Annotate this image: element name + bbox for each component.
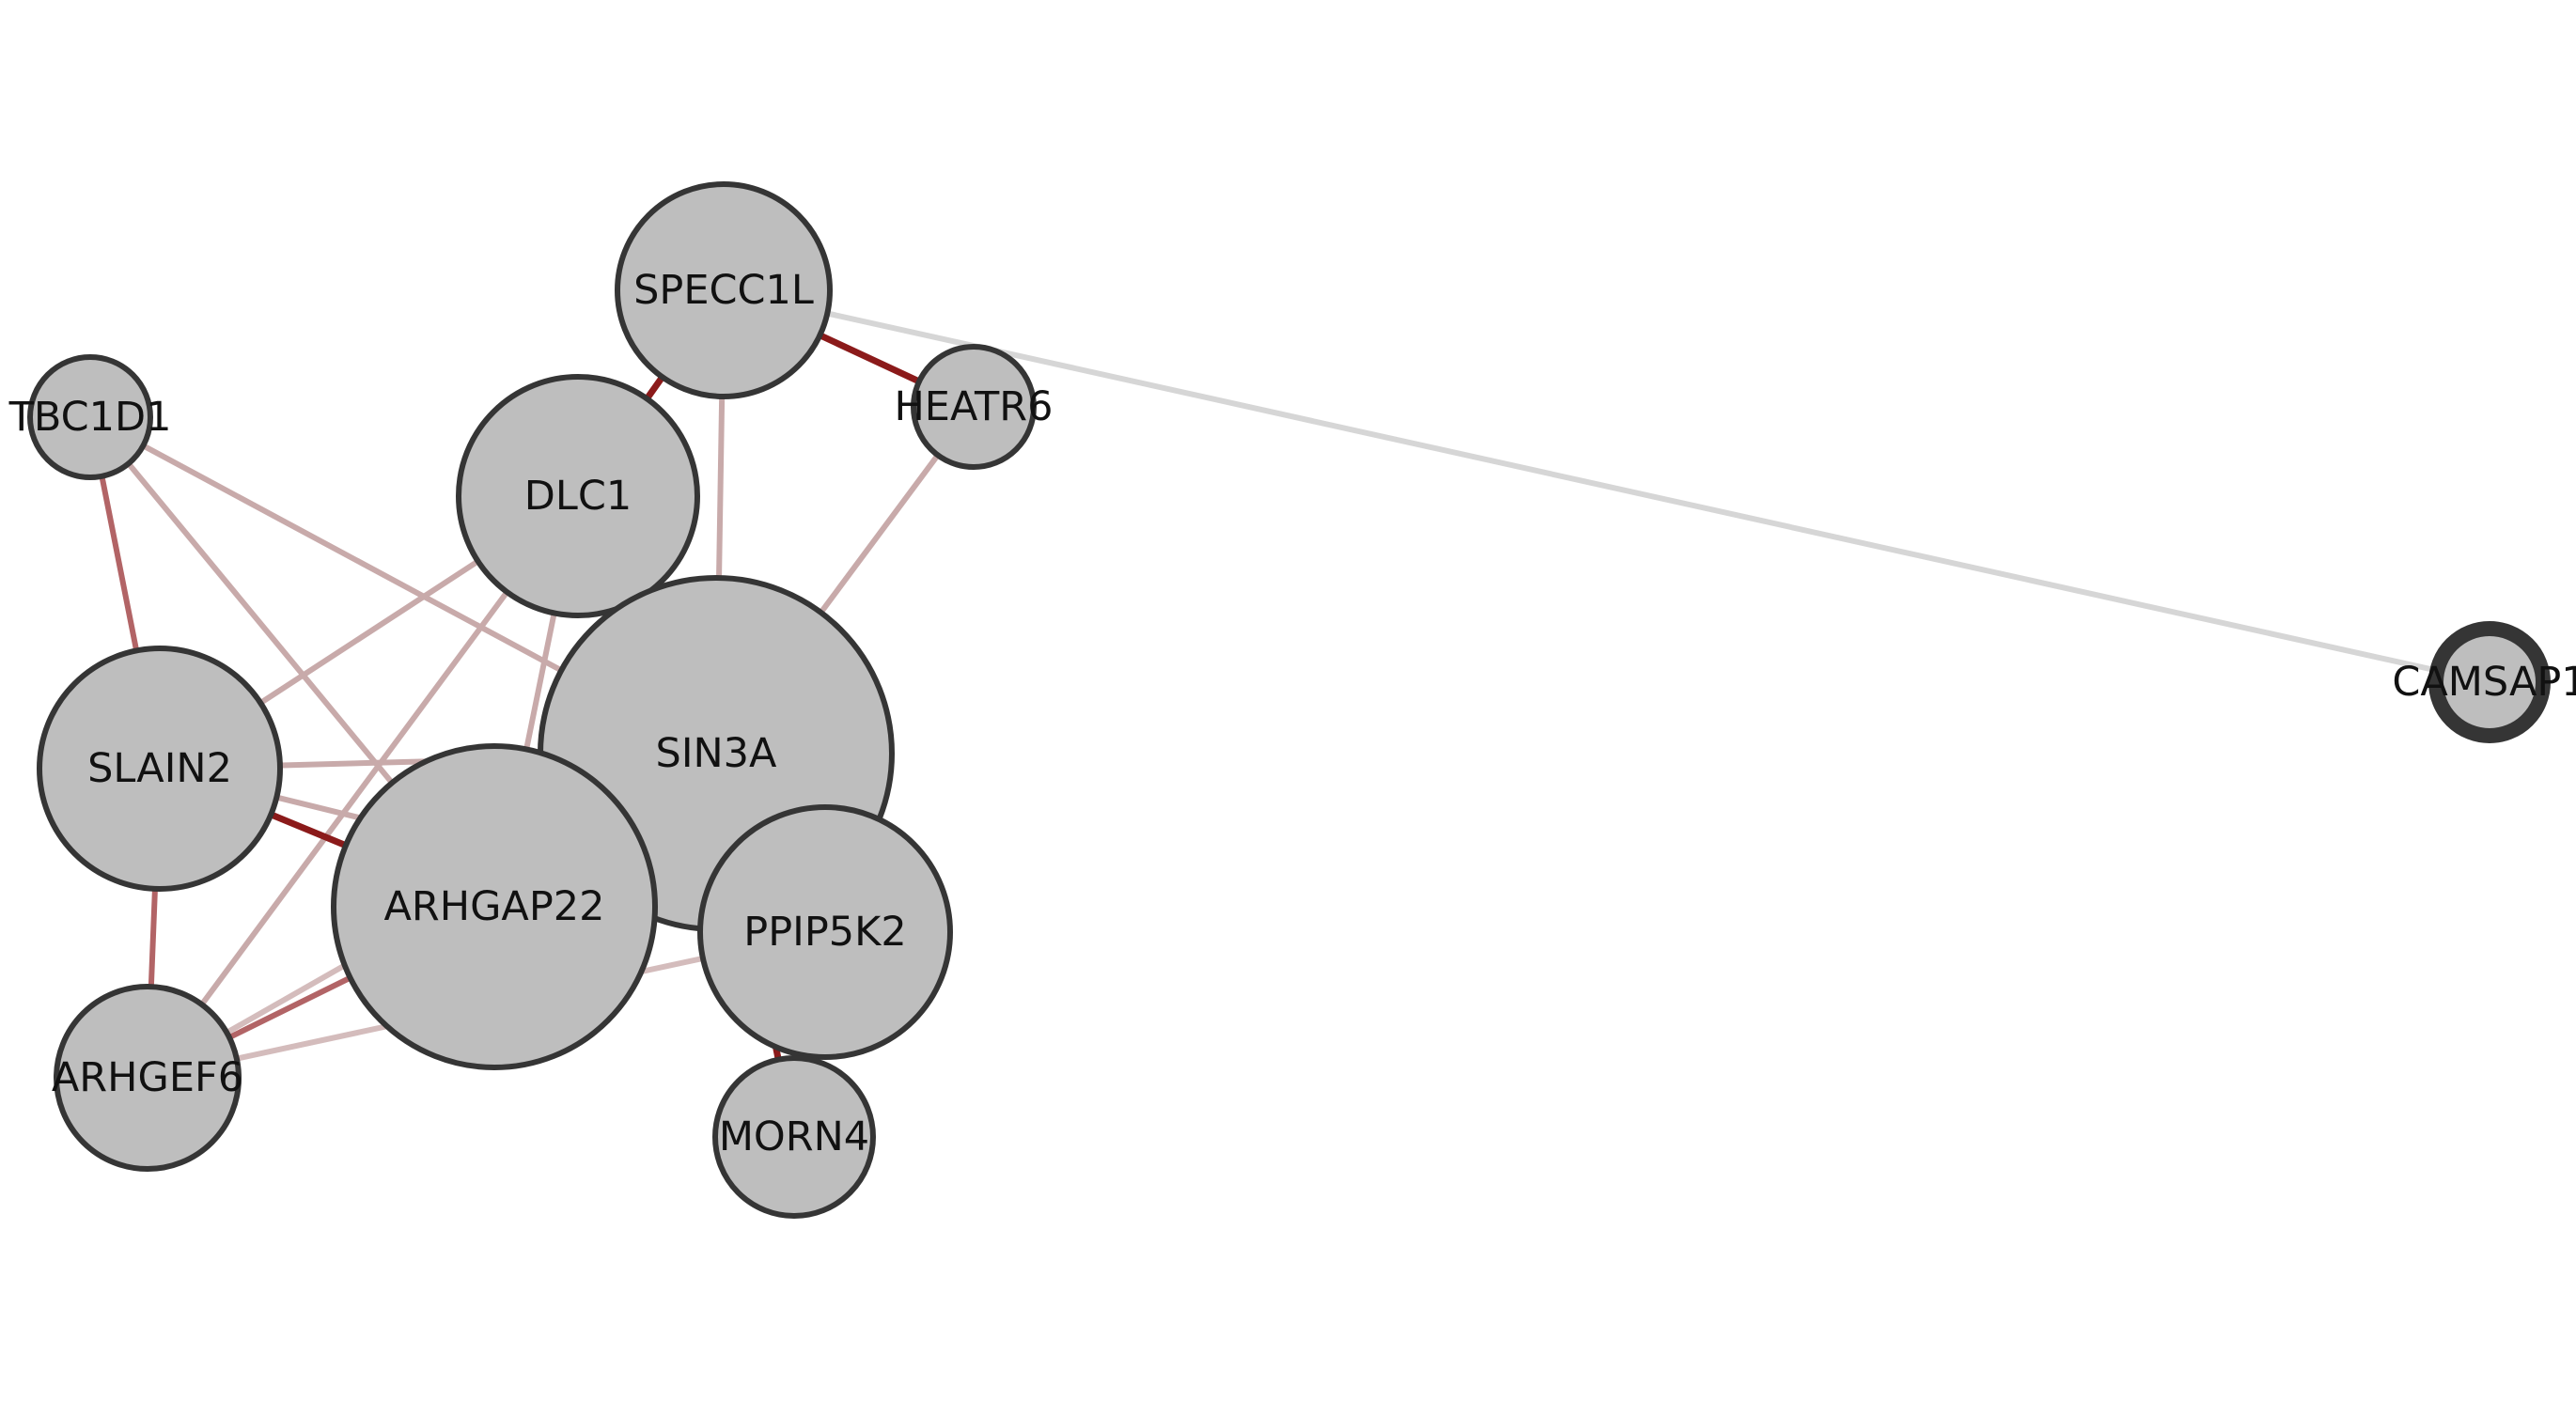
node-label: SPECC1L [633,267,814,314]
node-tbc1d1[interactable]: TBC1D1 [8,354,172,480]
node-slain2[interactable]: SLAIN2 [37,646,283,892]
node-label: ARHGEF6 [52,1054,243,1101]
node-label: MORN4 [719,1113,869,1160]
node-arhgap22[interactable]: ARHGAP22 [331,743,658,1070]
node-circle[interactable] [697,804,953,1060]
node-arhgef6[interactable]: ARHGEF6 [52,984,243,1172]
node-label: SIN3A [656,730,778,777]
node-circle[interactable] [27,354,153,480]
node-morn4[interactable]: MORN4 [712,1055,876,1219]
node-label: DLC1 [524,473,632,520]
node-circle[interactable] [911,344,1037,470]
node-circle[interactable] [331,743,658,1070]
node-ppip5k2[interactable]: PPIP5K2 [697,804,953,1060]
node-circle[interactable] [456,374,700,618]
node-label: TBC1D1 [8,394,172,441]
node-label: HEATR6 [894,383,1053,430]
node-circle[interactable] [712,1055,876,1219]
node-label: PPIP5K2 [743,909,906,956]
node-label: ARHGAP22 [383,883,604,930]
node-label: CAMSAP1 [2392,659,2576,706]
node-circle[interactable] [37,646,283,892]
node-circle[interactable] [54,984,242,1172]
node-specc1l[interactable]: SPECC1L [615,181,833,399]
node-circle[interactable] [615,181,833,399]
edge-specc1l-camsap1 [723,288,2490,685]
node-circle[interactable] [2428,621,2551,743]
node-label: SLAIN2 [87,745,232,792]
node-dlc1[interactable]: DLC1 [456,374,700,618]
node-camsap1[interactable]: CAMSAP1 [2392,621,2576,743]
node-heatr6[interactable]: HEATR6 [894,344,1054,470]
